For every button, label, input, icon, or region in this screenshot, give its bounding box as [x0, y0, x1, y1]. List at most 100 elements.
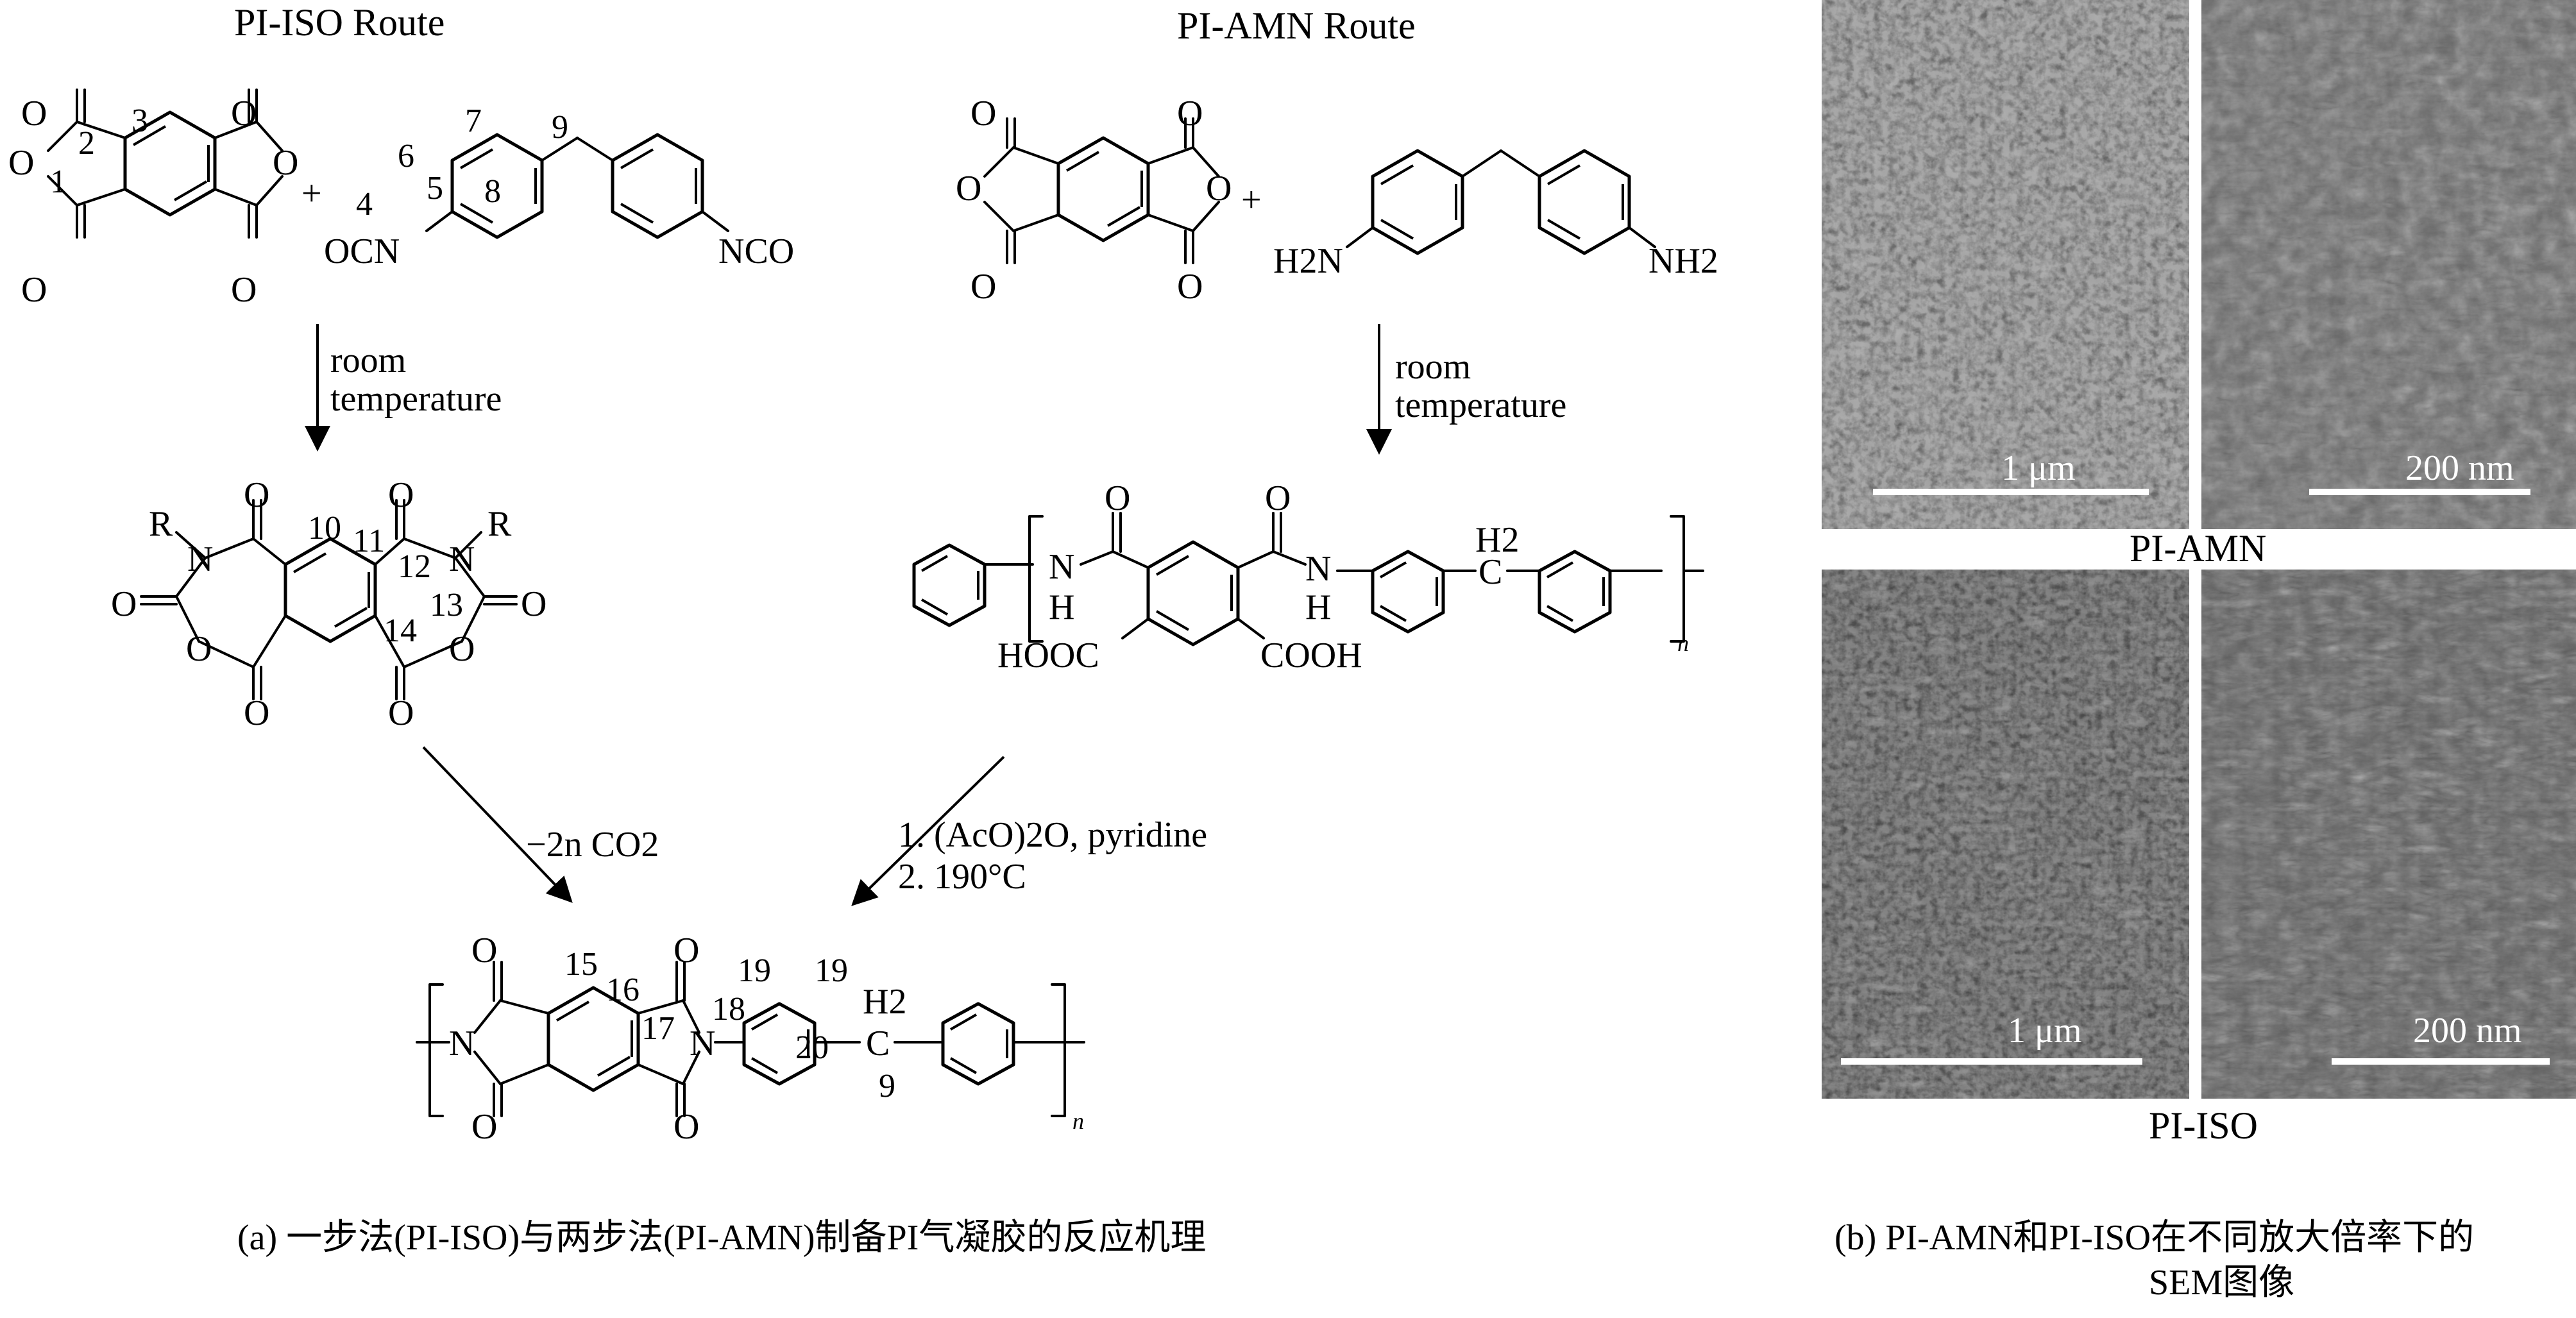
- pmda-molecule-right: O O O O O O: [956, 94, 1232, 307]
- atom-n: N: [449, 539, 475, 579]
- atom-n: N: [1305, 549, 1331, 589]
- atom-c: C: [1479, 552, 1502, 592]
- atom-o: O: [674, 1107, 699, 1147]
- atom-o: O: [231, 270, 257, 310]
- caption-panel-b-line2: SEM图像: [2149, 1263, 2294, 1303]
- atom-o: O: [8, 143, 34, 183]
- atom-c: C: [866, 1024, 890, 1063]
- atom-number: 7: [465, 103, 482, 139]
- atom-number: 15: [564, 946, 598, 983]
- scalebar-label: 1 μm: [2001, 448, 2076, 488]
- atom-number: 17: [641, 1010, 675, 1047]
- atom-number: 8: [484, 173, 501, 210]
- atom-r: R: [149, 504, 173, 544]
- condition-right-line1: room: [1395, 347, 1471, 387]
- atom-number: 11: [353, 523, 385, 559]
- atom-o: O: [1105, 478, 1130, 518]
- group-nco: NCO: [718, 232, 794, 271]
- atom-number: 12: [398, 548, 431, 585]
- caption-panel-b-line1: (b) PI-AMN和PI-ISO在不同放大倍率下的: [1835, 1218, 2474, 1258]
- polyimide-product: O O O O N N H2 C 15 16 17 18 19 19 20 9 …: [416, 931, 1085, 1147]
- label-pi-iso: PI-ISO: [2149, 1104, 2258, 1147]
- repeat-n: n: [1072, 1108, 1084, 1134]
- label-pi-amn: PI-AMN: [2130, 527, 2266, 570]
- atom-number: 19: [815, 952, 848, 989]
- condition-left-line1: room: [330, 341, 406, 380]
- atom-o: O: [231, 94, 257, 133]
- atom-number: 9: [879, 1068, 895, 1104]
- group-ch2: H2: [1475, 520, 1519, 560]
- sem-image-amn-low: 1 μm: [1822, 0, 2189, 529]
- atom-r: R: [487, 504, 512, 544]
- atom-o: O: [388, 475, 414, 515]
- group-h2n: H2N: [1273, 241, 1343, 281]
- atom-o: O: [273, 143, 298, 183]
- atom-o: O: [449, 629, 475, 669]
- atom-o: O: [1265, 478, 1291, 518]
- group-nh2: NH2: [1648, 241, 1718, 281]
- atom-o: O: [244, 693, 269, 733]
- atom-h: H: [1049, 587, 1074, 627]
- atom-o: O: [21, 94, 47, 133]
- atom-o: O: [521, 584, 547, 624]
- group-hooc: HOOC: [997, 636, 1099, 675]
- atom-o: O: [471, 1107, 497, 1147]
- atom-n: N: [187, 539, 213, 579]
- atom-number: 19: [738, 952, 771, 989]
- reaction-arrow-decarboxylation: [422, 746, 573, 903]
- atom-number: 3: [131, 103, 148, 139]
- atom-number: 1: [50, 164, 67, 200]
- atom-h: H: [1305, 587, 1331, 627]
- atom-number: 13: [430, 587, 463, 623]
- iso-intermediate: R N O O O O R N O O O O 10 11 12 13 14: [111, 475, 547, 733]
- atom-number: 14: [384, 613, 417, 649]
- caption-panel-a: (a) 一步法(PI-ISO)与两步法(PI-AMN)制备PI气凝胶的反应机理: [237, 1218, 1206, 1258]
- polyamic-acid: N H O O N H HOOC COOH H2 C n: [912, 478, 1704, 675]
- group-cooh: COOH: [1260, 636, 1362, 675]
- atom-o: O: [1206, 169, 1232, 208]
- sem-image-iso-low: 1 μm: [1822, 570, 2189, 1099]
- mda-molecule: H2N NH2: [1273, 149, 1718, 281]
- atom-number: 9: [552, 109, 568, 146]
- atom-o: O: [186, 629, 212, 669]
- plus-sign: +: [1241, 180, 1262, 220]
- route-title-pi-iso: PI-ISO Route: [234, 1, 445, 44]
- sem-image-iso-high: 200 nm: [2201, 570, 2576, 1099]
- atom-number: 16: [606, 972, 640, 1008]
- atom-number: 18: [712, 991, 745, 1027]
- sem-image-amn-high: 200 nm: [2201, 0, 2576, 529]
- condition-left-line2: temperature: [330, 379, 502, 419]
- route-title-pi-amn: PI-AMN Route: [1177, 4, 1416, 47]
- atom-o: O: [471, 931, 497, 970]
- plus-sign: +: [301, 174, 322, 214]
- atom-number: 4: [356, 186, 373, 223]
- atom-o: O: [1177, 94, 1203, 133]
- atom-o: O: [388, 693, 414, 733]
- atom-o: O: [970, 267, 996, 307]
- step-right-line1: 1. (AcO)2O, pyridine: [898, 815, 1207, 855]
- scalebar-label: 1 μm: [2008, 1011, 2082, 1051]
- group-ocn: OCN: [324, 232, 400, 271]
- atom-n: N: [449, 1024, 475, 1063]
- condition-right-line2: temperature: [1395, 385, 1566, 425]
- mdi-molecule: OCN NCO 4 5 6 7 8 9: [324, 103, 794, 271]
- atom-o: O: [111, 584, 137, 624]
- repeat-n: n: [1677, 630, 1689, 656]
- atom-number: 5: [427, 170, 443, 207]
- atom-o: O: [970, 94, 996, 133]
- scalebar-label: 200 nm: [2413, 1011, 2522, 1051]
- atom-number: 20: [795, 1029, 829, 1066]
- group-ch2: H2: [863, 982, 906, 1022]
- atom-o: O: [1177, 267, 1203, 307]
- atom-o: O: [674, 931, 699, 970]
- reaction-arrow-imidization: [851, 756, 1005, 906]
- atom-n: N: [690, 1024, 715, 1063]
- scalebar-label: 200 nm: [2405, 448, 2514, 488]
- atom-o: O: [21, 270, 47, 310]
- atom-o: O: [244, 475, 269, 515]
- step-left-label: −2n CO2: [526, 825, 659, 865]
- atom-number: 10: [308, 510, 341, 546]
- atom-n: N: [1049, 547, 1074, 587]
- pmda-molecule-left: O O O O O O 1 2 3: [8, 89, 298, 310]
